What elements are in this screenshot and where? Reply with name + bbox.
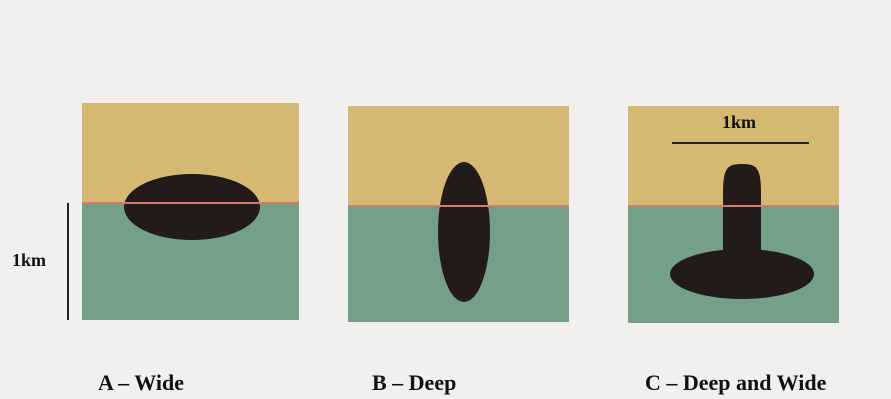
panel-b-caption: B – Deep bbox=[372, 370, 456, 396]
panel-c-body-shape bbox=[723, 164, 761, 251]
panel-a-body-ellipse bbox=[124, 174, 260, 240]
vertical-scale-bar bbox=[67, 203, 69, 320]
panel-c-scale-label: 1km bbox=[722, 112, 756, 133]
panel-a-caption: A – Wide bbox=[98, 370, 184, 396]
panel-b-body-ellipse bbox=[438, 162, 490, 302]
panel-c-diagram: 1km bbox=[628, 106, 839, 323]
panel-a-diagram bbox=[82, 103, 299, 320]
vertical-scale-label: 1km bbox=[12, 250, 46, 271]
panel-b-diagram bbox=[348, 106, 569, 322]
panel-c-caption: C – Deep and Wide bbox=[645, 370, 826, 396]
panel-c-body-base-ellipse bbox=[670, 249, 814, 299]
